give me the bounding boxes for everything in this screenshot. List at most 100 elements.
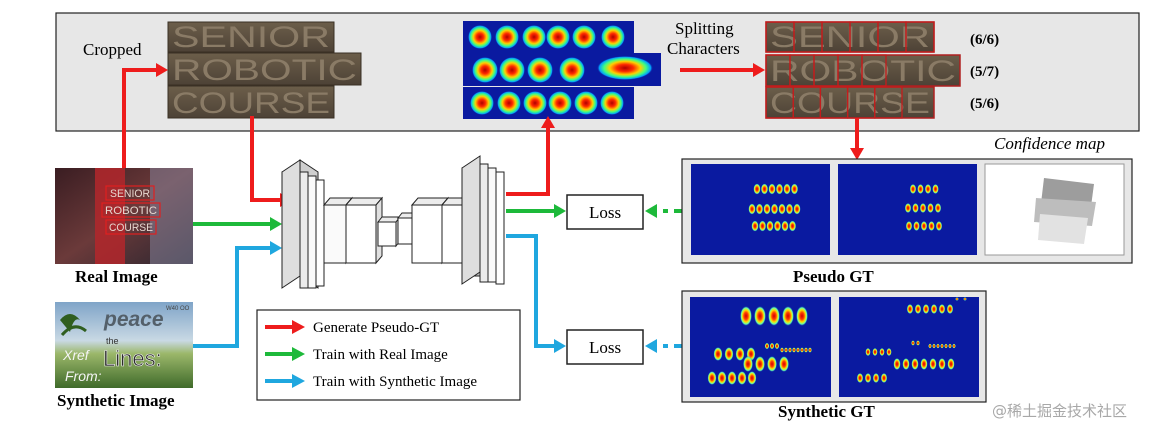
pseudo-gt-panel xyxy=(681,158,1133,264)
gt-blob xyxy=(743,356,753,372)
loss-box-bottom xyxy=(566,329,644,365)
gt-blob xyxy=(879,348,885,356)
label-real-image: Real Image xyxy=(75,267,158,286)
gt-blob xyxy=(963,297,967,301)
heatmap-blob xyxy=(600,91,624,115)
loss-boxes: Loss Loss xyxy=(566,194,644,365)
gt-blob xyxy=(947,358,955,370)
gt-blob xyxy=(751,220,759,232)
gt-blob xyxy=(916,340,920,346)
gt-blob xyxy=(735,347,745,361)
cropped-word-1-text: SENIOR xyxy=(172,21,330,54)
real-image-word-1: SENIOR xyxy=(110,188,150,200)
gt-blob xyxy=(920,358,928,370)
gt-blob xyxy=(906,304,914,314)
gt-blob xyxy=(763,203,771,215)
gt-blob xyxy=(930,304,938,314)
gt-blob xyxy=(909,184,917,194)
gt-blob xyxy=(902,358,910,370)
heatmap-blob xyxy=(495,25,519,49)
gt-blob xyxy=(936,343,940,349)
gt-blob xyxy=(753,183,761,195)
region-heatmaps xyxy=(463,21,661,119)
gt-blob xyxy=(773,220,782,232)
encoder-block-2 xyxy=(323,204,347,264)
heatmap-blob xyxy=(601,25,625,49)
red-arrows xyxy=(122,63,864,207)
real-image: SENIOR ROBOTIC COURSE xyxy=(55,168,193,264)
loss-box-top xyxy=(566,194,644,230)
gt-blob xyxy=(778,203,786,215)
gt-blob xyxy=(913,221,920,231)
gt-blob xyxy=(724,347,734,361)
gt-blob xyxy=(800,347,804,353)
gt-blob xyxy=(754,306,766,326)
gt-blob xyxy=(944,343,948,349)
gt-blob xyxy=(932,343,936,349)
gt-blob xyxy=(768,306,780,326)
label-splitting-1: Splitting xyxy=(675,19,734,38)
gt-blob xyxy=(748,203,756,215)
network xyxy=(281,155,505,289)
gt-blob xyxy=(928,221,935,231)
synthetic-word-peace: peace xyxy=(103,308,164,331)
fraction-word-3: (5/6) xyxy=(970,96,999,112)
label-synthetic-image: Synthetic Image xyxy=(57,391,175,410)
gt-blob xyxy=(769,342,775,350)
legend-arrowhead xyxy=(292,320,305,334)
gt-blob xyxy=(911,358,919,370)
label-pseudo-gt: Pseudo GT xyxy=(793,267,874,286)
decoder-block-1 xyxy=(411,204,443,264)
heatmap-blob xyxy=(470,91,494,115)
label-confidence-map: Confidence map xyxy=(994,134,1105,153)
gt-blob xyxy=(783,183,791,195)
heatmap-blob xyxy=(497,91,521,115)
gt-blob xyxy=(940,343,944,349)
gt-blob xyxy=(928,343,932,349)
gt-blob xyxy=(755,356,765,372)
label-synthetic-gt: Synthetic GT xyxy=(778,402,875,421)
legend: Generate Pseudo-GT Train with Real ImageT… xyxy=(256,309,521,401)
blue-arrows xyxy=(193,234,683,353)
gt-blob xyxy=(784,347,788,353)
gt-blob xyxy=(788,220,797,232)
heatmap-blob xyxy=(527,57,553,83)
gt-blob xyxy=(727,371,737,385)
gt-blob xyxy=(785,203,794,215)
heatmap-blob xyxy=(574,91,598,115)
fraction-word-1: (6/6) xyxy=(970,32,999,48)
gt-blob xyxy=(886,348,892,356)
char-box xyxy=(861,54,887,87)
gt-blob xyxy=(713,347,723,361)
label-splitting-2: Characters xyxy=(667,39,740,58)
gt-blob xyxy=(911,340,915,346)
char-box xyxy=(874,86,903,119)
green-arrows xyxy=(193,204,683,231)
gt-blob xyxy=(747,371,757,385)
loss-top-label: Loss xyxy=(589,203,621,222)
gt-blob xyxy=(740,306,752,326)
legend-arrowhead xyxy=(292,374,305,388)
gt-blob xyxy=(904,203,912,213)
gt-blob xyxy=(929,358,937,370)
synthetic-gt-panel xyxy=(681,290,987,403)
synthetic-word-corner: W40 OO xyxy=(166,306,190,312)
gt-blob xyxy=(808,347,812,353)
synthetic-image-photo xyxy=(55,302,193,388)
legend-label: Generate Pseudo-GT xyxy=(313,320,439,336)
synthetic-word-the: the xyxy=(106,336,119,346)
gt-blob xyxy=(770,203,779,215)
loss-bottom-label: Loss xyxy=(589,338,621,357)
gt-blob xyxy=(856,373,864,383)
legend-label: Train with Real Image xyxy=(313,347,448,363)
gt-blob xyxy=(755,203,764,215)
gt-blob xyxy=(955,297,959,301)
label-cropped: Cropped xyxy=(83,40,142,59)
legend-label: Train with Synthetic Image xyxy=(313,374,477,390)
heatmap-blob xyxy=(522,25,546,49)
gt-blob xyxy=(934,203,942,213)
bottleneck-block xyxy=(377,221,397,247)
gt-blob xyxy=(872,348,878,356)
gt-blob xyxy=(796,347,800,353)
